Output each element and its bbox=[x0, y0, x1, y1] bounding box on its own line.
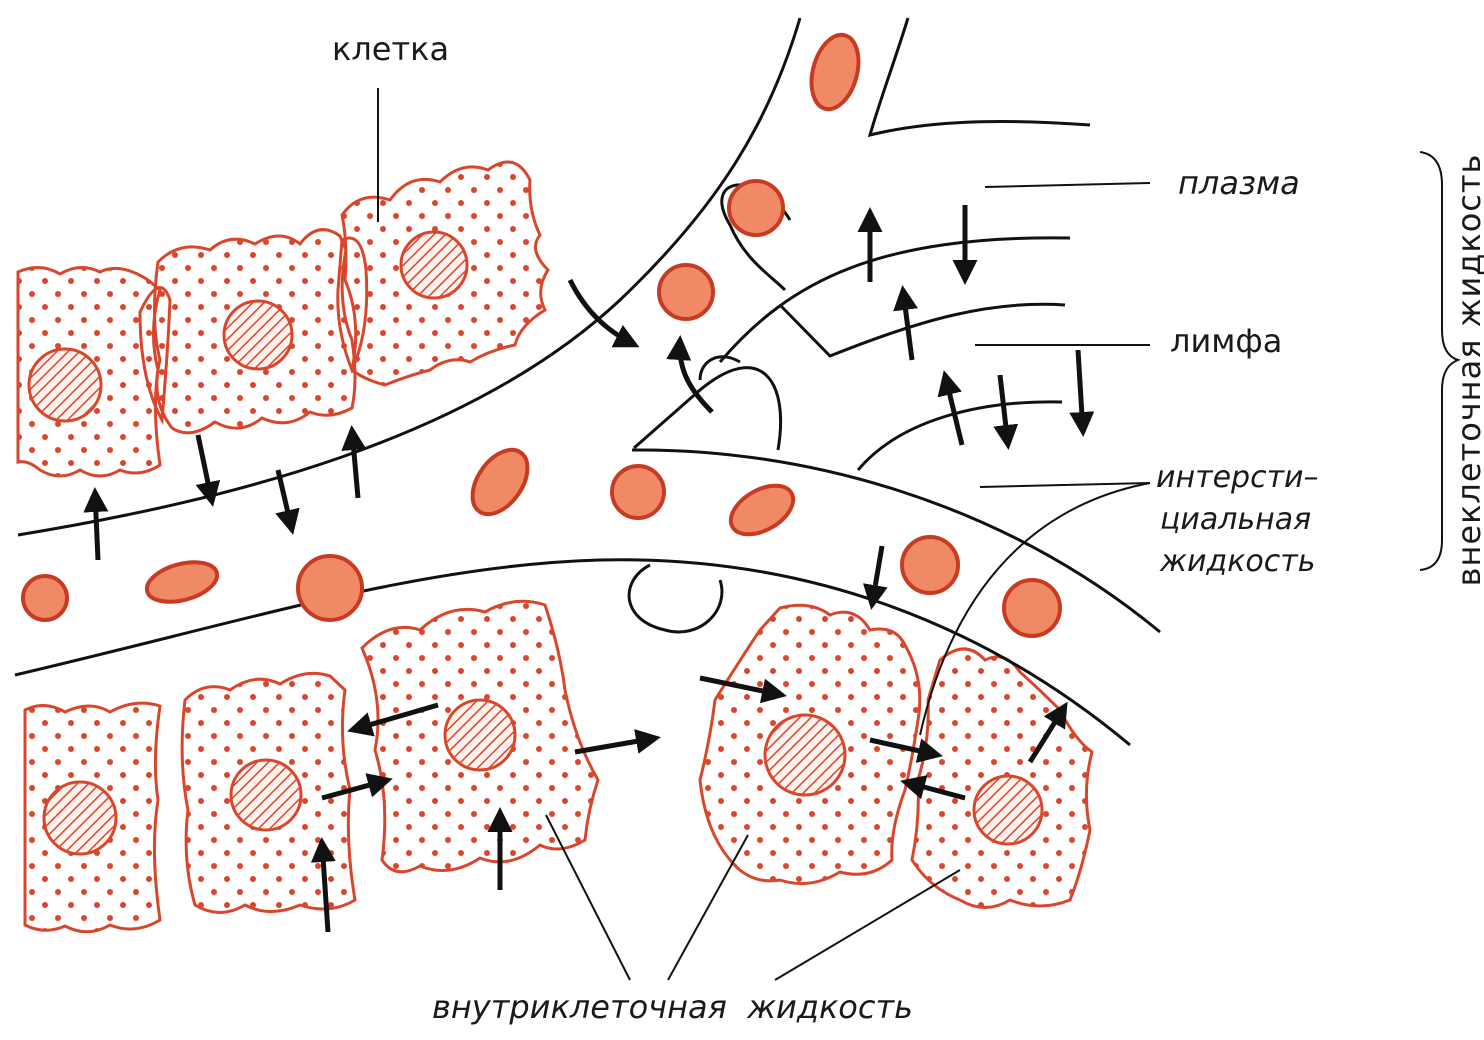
arrow bbox=[278, 470, 292, 530]
interstitial-label-line1: интерсти– bbox=[1156, 460, 1319, 495]
arrow bbox=[872, 546, 882, 605]
nucleus bbox=[224, 301, 292, 369]
blood-cell bbox=[804, 30, 866, 115]
nucleus bbox=[445, 700, 515, 770]
blood-cell bbox=[659, 265, 713, 319]
nucleus bbox=[401, 232, 467, 298]
branch-wall bbox=[870, 18, 1090, 135]
arrow bbox=[198, 435, 212, 502]
intracellular-label: внутриклеточная жидкость bbox=[432, 988, 913, 1026]
blood-cell bbox=[1004, 580, 1060, 636]
arrow bbox=[680, 340, 712, 412]
blood-cell bbox=[143, 555, 222, 608]
intracellular-leader-1 bbox=[546, 815, 630, 980]
branch-lower-wall bbox=[632, 450, 1160, 632]
arrow bbox=[352, 430, 358, 498]
nucleus bbox=[44, 782, 116, 854]
blood-cell bbox=[902, 537, 958, 593]
arrow bbox=[95, 492, 98, 560]
intracellular-leader-2 bbox=[668, 835, 748, 980]
cell-label: клетка bbox=[332, 30, 449, 68]
interstitial-leader-1 bbox=[980, 483, 1150, 487]
lymph-label: лимфа bbox=[1170, 322, 1282, 360]
blood-cell bbox=[23, 576, 67, 620]
extracellular-label: внеклеточная жидкость bbox=[1450, 154, 1484, 587]
nucleus bbox=[765, 715, 845, 795]
nucleus bbox=[974, 776, 1042, 844]
arrow bbox=[945, 375, 962, 445]
nucleus bbox=[231, 760, 301, 830]
lymph-vessel-1 bbox=[720, 238, 1070, 362]
lymph-vessel-2 bbox=[780, 304, 1065, 356]
lymph-loop-bottom bbox=[629, 565, 722, 632]
blood-cell bbox=[729, 181, 783, 235]
intracellular-leader-3 bbox=[775, 870, 960, 980]
plasma-label: плазма bbox=[1178, 164, 1300, 202]
arrow bbox=[1000, 375, 1008, 445]
arrow bbox=[1078, 350, 1083, 432]
interstitial-label-line3: жидкость bbox=[1160, 544, 1315, 579]
blood-cell bbox=[612, 466, 664, 518]
interstitial-label-line2: циальная bbox=[1160, 502, 1311, 537]
arrow bbox=[575, 738, 656, 752]
plasma-leader bbox=[985, 183, 1150, 187]
blood-cell bbox=[461, 440, 538, 524]
tissue-cells-lower bbox=[25, 601, 1092, 931]
arrow bbox=[903, 290, 912, 360]
nucleus bbox=[29, 349, 101, 421]
blood-cell bbox=[723, 476, 802, 545]
blood-cell bbox=[298, 556, 362, 620]
